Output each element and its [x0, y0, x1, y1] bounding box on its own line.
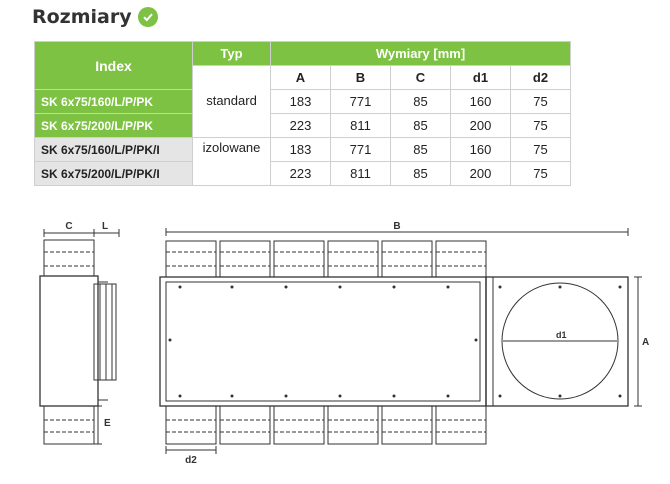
dim-label-a: A	[642, 337, 649, 348]
dimensions-table: Index Typ Wymiary [mm] standard A B C d1…	[34, 41, 571, 186]
row-index: SK 6x75/160/L/P/PK	[34, 89, 193, 114]
table-row: SK 6x75/160/L/P/PK/I izolowane 183 771 8…	[34, 137, 571, 186]
cell-b: 811	[330, 161, 391, 186]
table-row: SK 6x75/200/L/P/PK 223 811 85 200 75	[34, 113, 571, 138]
cell-d1: 200	[450, 161, 511, 186]
cell-c: 85	[390, 161, 451, 186]
cell-b: 811	[330, 113, 391, 138]
front-view: B d1 A	[159, 221, 649, 466]
rivet-dots	[168, 285, 478, 398]
type-izolowane: izolowane	[192, 137, 271, 186]
bottom-spigots	[165, 405, 487, 445]
subheader-b: B	[330, 65, 391, 90]
table-row: SK 6x75/200/L/P/PK/I 223 811 85 200 75	[34, 161, 571, 186]
dim-label-c: C	[65, 221, 72, 232]
table-header-row: Index Typ Wymiary [mm]	[34, 41, 571, 90]
cell-a: 183	[270, 137, 331, 162]
dim-label-d1: d1	[556, 330, 567, 340]
row-index: SK 6x75/200/L/P/PK	[34, 113, 193, 138]
top-spigots	[165, 240, 487, 278]
cell-d1: 160	[450, 89, 511, 114]
table-subheader-row: standard A B C d1 d2	[35, 65, 571, 138]
table-row: SK 6x75/160/L/P/PK 183 771 85 160 75	[34, 89, 571, 114]
dim-label-l: L	[102, 221, 108, 232]
type-standard: standard	[192, 65, 271, 138]
side-view: C L E	[39, 221, 120, 445]
cell-d2: 75	[510, 89, 571, 114]
row-index: SK 6x75/200/L/P/PK/I	[34, 161, 193, 186]
page-title: Rozmiary	[32, 6, 132, 28]
header-index: Index	[34, 41, 193, 90]
dim-label-d2: d2	[185, 455, 197, 466]
cell-c: 85	[390, 89, 451, 114]
check-circle-icon	[137, 7, 158, 27]
row-index: SK 6x75/160/L/P/PK/I	[34, 137, 193, 162]
dim-label-e: E	[104, 418, 111, 429]
cell-d2: 75	[510, 137, 571, 162]
cell-b: 771	[330, 89, 391, 114]
header-typ: Typ	[192, 41, 271, 66]
section-heading: Rozmiary	[32, 6, 158, 28]
cell-c: 85	[390, 113, 451, 138]
dim-label-b: B	[393, 221, 400, 232]
cell-d2: 75	[510, 113, 571, 138]
cell-d1: 200	[450, 113, 511, 138]
cell-d2: 75	[510, 161, 571, 186]
